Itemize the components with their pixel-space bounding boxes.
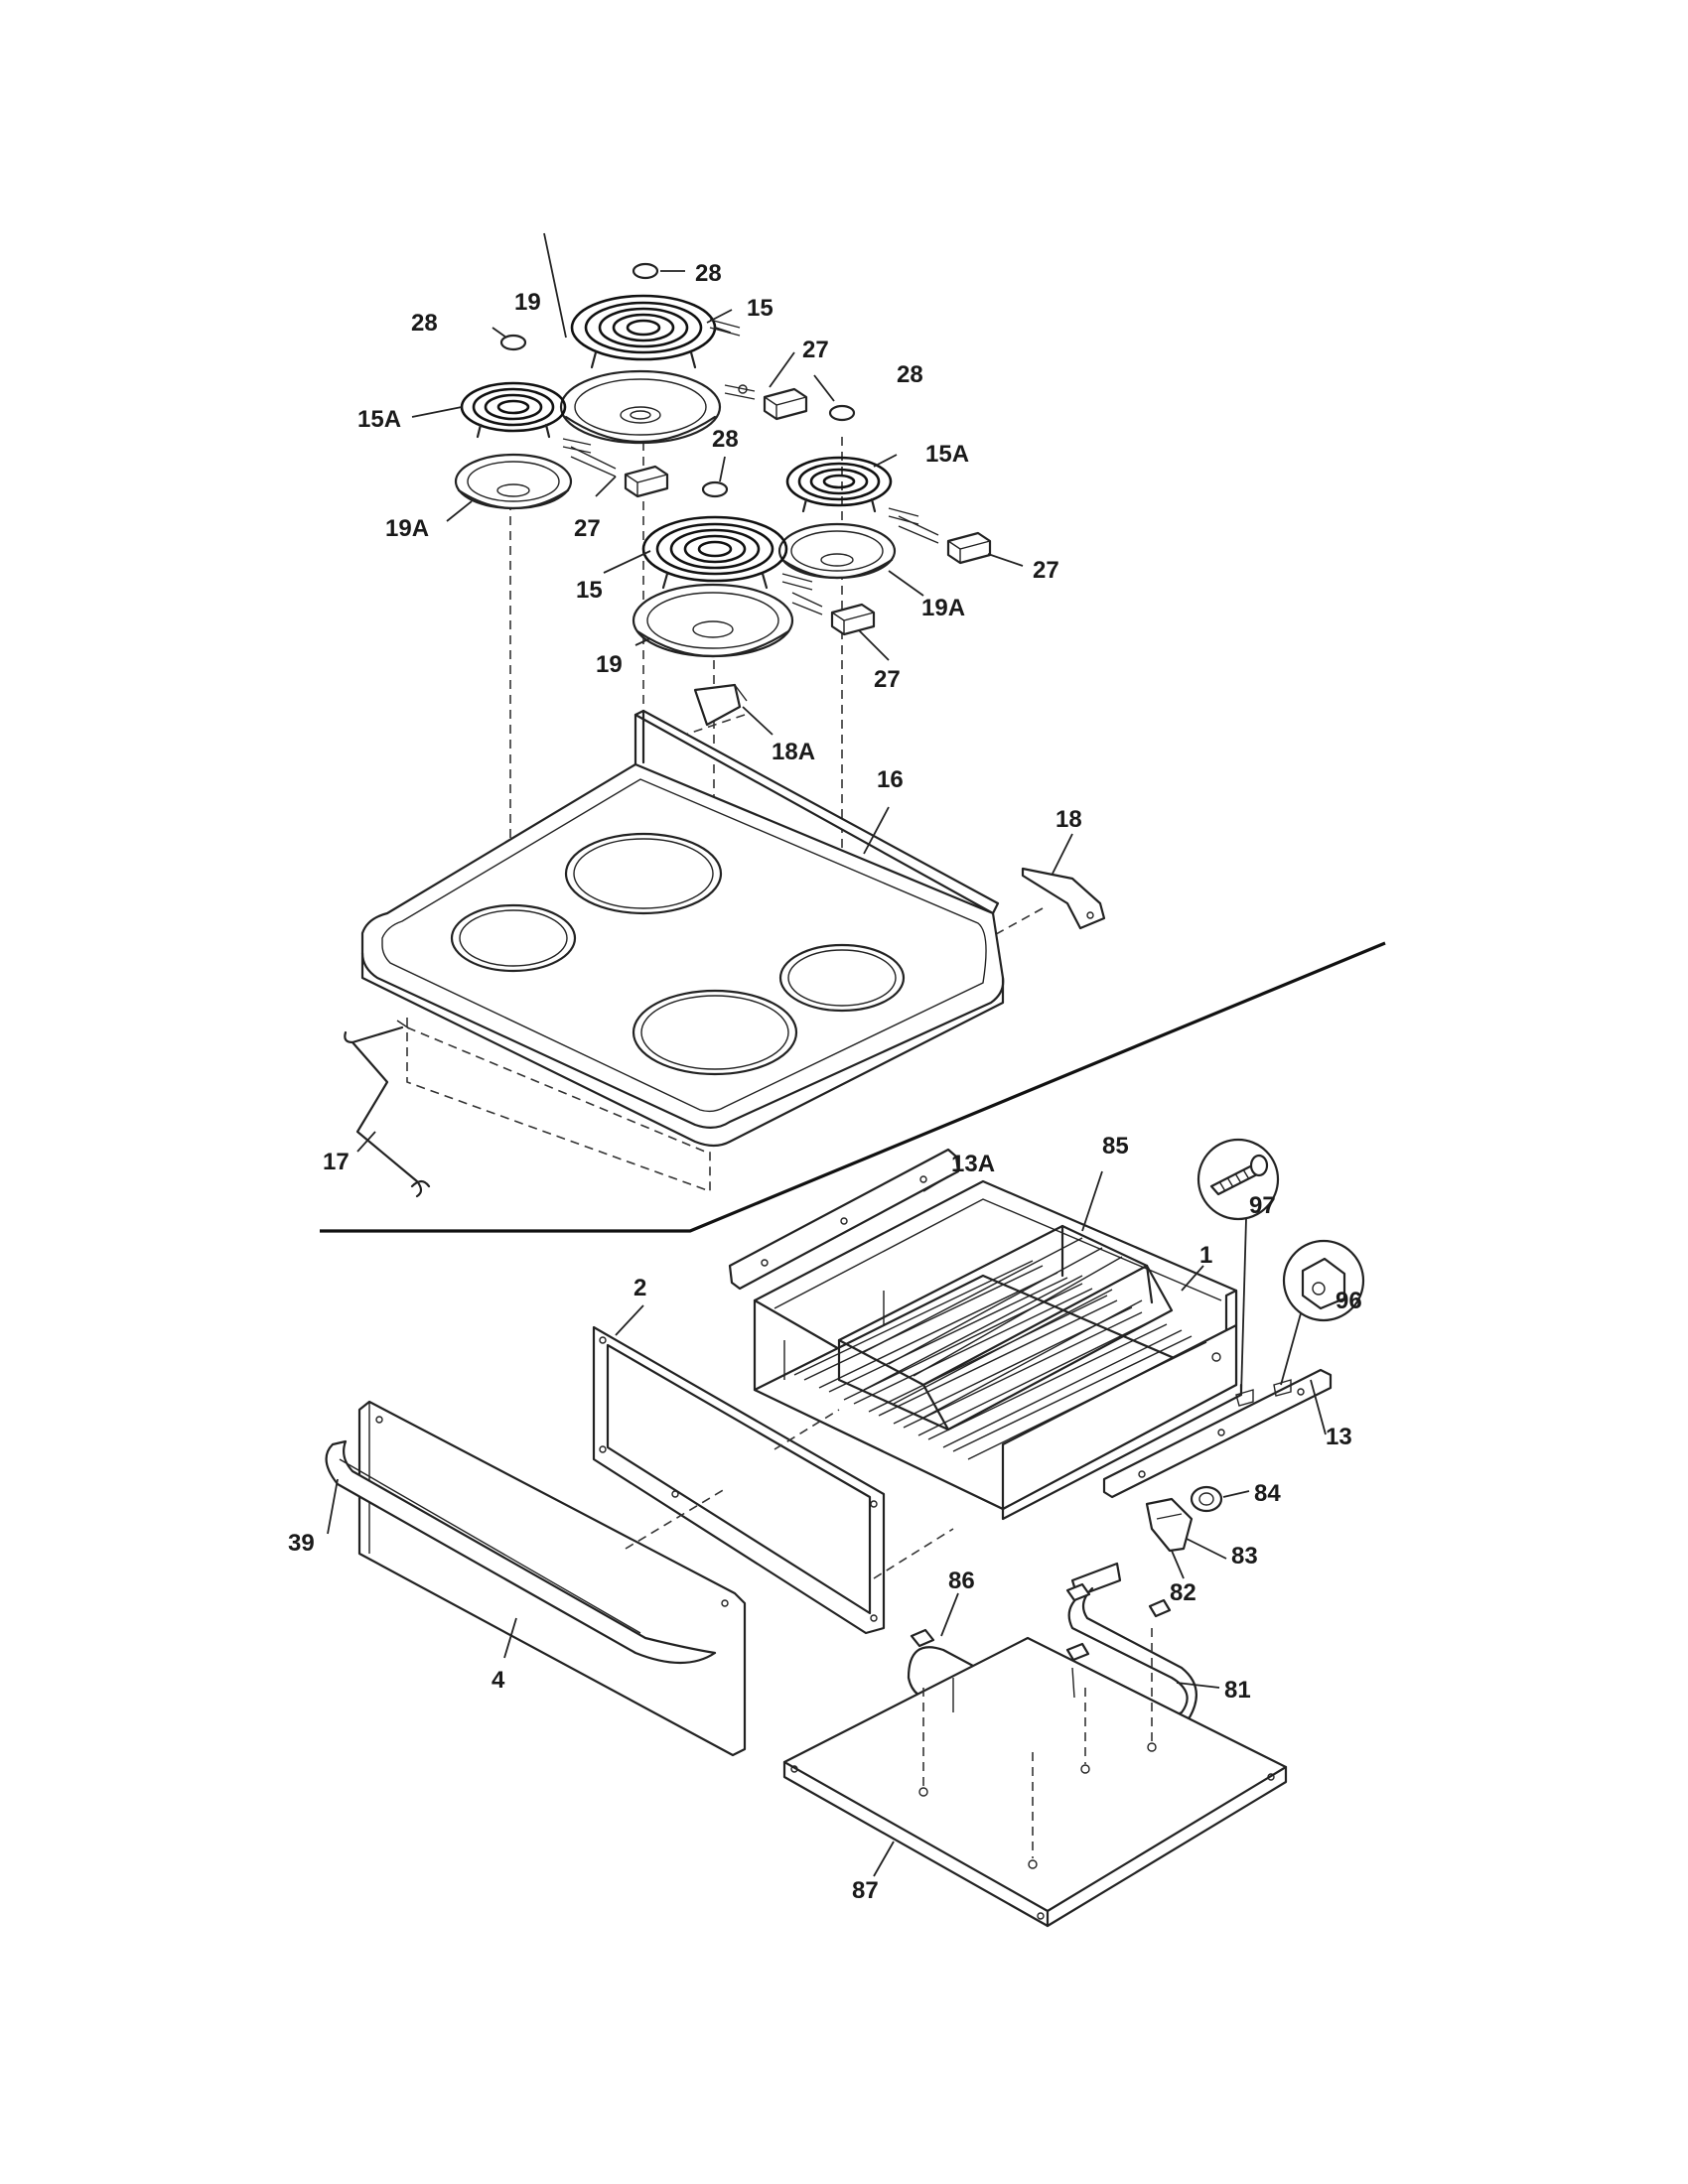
label-1: 1 (1199, 1242, 1212, 1269)
label-17: 17 (323, 1149, 350, 1175)
alignment-lines-bottom (922, 1628, 1153, 1858)
label-19a-left: 19A (385, 515, 429, 542)
label-28-mid: 28 (712, 426, 739, 453)
label-84: 84 (1254, 1480, 1281, 1507)
label-27-left: 27 (574, 515, 601, 542)
oven-rack-85 (837, 1224, 1174, 1432)
label-18a: 18A (772, 739, 815, 765)
label-96: 96 (1336, 1288, 1362, 1314)
label-27-mid: 27 (874, 666, 901, 693)
label-83: 83 (1231, 1543, 1258, 1570)
alignment-lines-oven (625, 1409, 954, 1579)
burner-coil-15-mid (641, 515, 788, 590)
drip-bowl-19a-right (777, 522, 897, 580)
label-27-right: 27 (1033, 557, 1059, 584)
drip-bowl-19-mid (632, 583, 794, 658)
label-15-top: 15 (747, 295, 774, 322)
drip-bowl-19-top (559, 369, 722, 445)
label-15a-left: 15A (357, 406, 401, 433)
section-divider (320, 941, 1386, 1233)
side-rail-13a (728, 1148, 960, 1291)
bottom-panel-87 (782, 1636, 1288, 1928)
label-85: 85 (1102, 1133, 1129, 1160)
burner-coil-15-top (570, 294, 732, 369)
label-19a-right: 19A (921, 595, 965, 621)
label-16: 16 (877, 766, 904, 793)
part-labels: 28 19 15 28 27 28 15A 28 15A 19A 27 27 1… (288, 260, 1362, 1904)
cooktop-16 (360, 709, 1005, 1148)
label-28-left: 28 (411, 310, 438, 337)
label-15-mid: 15 (576, 577, 603, 604)
burner-coil-15a-left (460, 381, 567, 439)
part-28-caps (499, 262, 856, 498)
bracket-18a (693, 683, 748, 727)
label-27-top: 27 (802, 337, 829, 363)
label-28-right: 28 (897, 361, 923, 388)
label-19-mid: 19 (596, 651, 623, 678)
cooktop-mount-outline (406, 1018, 711, 1193)
sensor-bracket-82-83 (1145, 1497, 1194, 1579)
label-19-top: 19 (514, 289, 541, 316)
oven-door-4 (357, 1400, 747, 1757)
callout-97-screw (1196, 1138, 1280, 1407)
label-15a-right: 15A (925, 441, 969, 468)
label-18: 18 (1055, 806, 1082, 833)
terminal-blocks-27 (562, 319, 992, 636)
label-2: 2 (633, 1275, 646, 1301)
label-28-top: 28 (695, 260, 722, 287)
label-4: 4 (492, 1667, 505, 1694)
label-13: 13 (1326, 1424, 1352, 1450)
callout-96-clip (1273, 1239, 1365, 1397)
label-81: 81 (1224, 1677, 1251, 1704)
door-frame-2 (592, 1325, 886, 1635)
burner-coil-15a-right (785, 456, 893, 513)
label-13a: 13A (951, 1151, 995, 1177)
label-86: 86 (948, 1568, 975, 1594)
connector-84 (1190, 1485, 1223, 1513)
bracket-18 (1021, 867, 1106, 930)
leader-lines (327, 232, 1327, 1877)
label-82: 82 (1170, 1579, 1196, 1606)
label-97: 97 (1249, 1192, 1276, 1219)
label-39: 39 (288, 1530, 315, 1557)
wire-rod-17 (344, 1020, 431, 1198)
oven-box-1 (753, 1179, 1243, 1521)
label-87: 87 (852, 1877, 879, 1904)
drip-bowl-19a-left (454, 453, 573, 510)
door-handle-39 (325, 1439, 717, 1665)
side-rail-13 (1102, 1368, 1333, 1499)
